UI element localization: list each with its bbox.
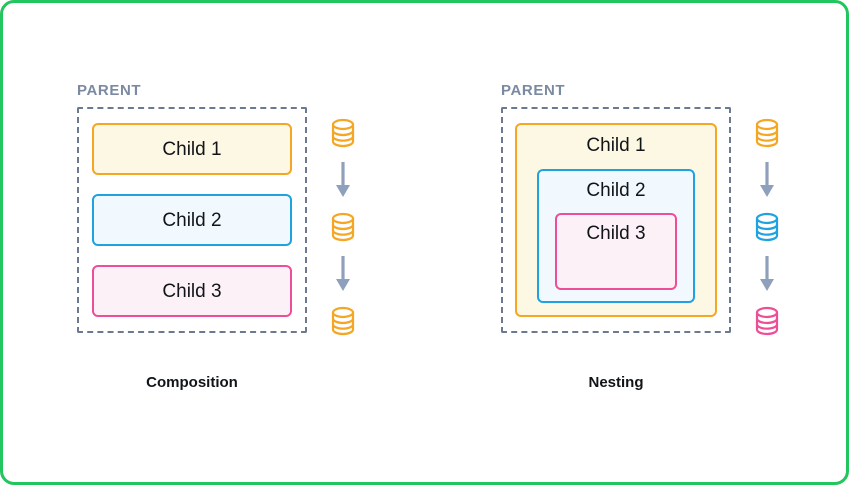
database-icon — [331, 118, 355, 148]
database-icon — [755, 212, 779, 242]
caption-composition: Composition — [146, 374, 238, 391]
child-box-label: Child 3 — [162, 280, 222, 302]
database-icon — [331, 212, 355, 242]
parent-label-nesting: PARENT — [501, 82, 566, 99]
arrow-down-icon — [760, 256, 774, 291]
database-icon — [755, 118, 779, 148]
child-box-3-nesting[interactable]: Child 3 — [555, 212, 677, 290]
child-box-3-composition[interactable]: Child 3 — [92, 265, 292, 317]
child-box-label: Child 1 — [162, 138, 222, 160]
child-box-label: Child 1 — [586, 135, 646, 156]
panel-nesting: PARENT Child 1 Child 2 Child 3 — [501, 83, 731, 333]
parent-label-composition: PARENT — [77, 82, 142, 99]
child-box-label: Child 2 — [162, 209, 222, 231]
database-icon — [755, 306, 779, 336]
child-box-2-composition[interactable]: Child 2 — [92, 194, 292, 246]
parent-container-composition: Child 1 Child 2 Child 3 — [77, 107, 307, 333]
panel-composition: PARENT Child 1 Child 2 Child 3 — [77, 83, 307, 333]
icon-column-composition — [323, 118, 363, 336]
child-box-2-nesting[interactable]: Child 2 Child 3 — [537, 168, 695, 303]
database-icon — [331, 306, 355, 336]
arrow-down-icon — [336, 162, 350, 197]
icon-column-nesting — [747, 118, 787, 336]
child-box-1-composition[interactable]: Child 1 — [92, 123, 292, 175]
child-box-1-nesting[interactable]: Child 1 Child 2 Child 3 — [515, 123, 717, 317]
child-box-label: Child 2 — [586, 179, 646, 201]
caption-nesting: Nesting — [588, 374, 644, 391]
arrow-down-icon — [336, 256, 350, 291]
child-box-label: Child 3 — [586, 222, 646, 244]
parent-container-nesting: Child 1 Child 2 Child 3 — [501, 107, 731, 333]
arrow-down-icon — [760, 162, 774, 197]
